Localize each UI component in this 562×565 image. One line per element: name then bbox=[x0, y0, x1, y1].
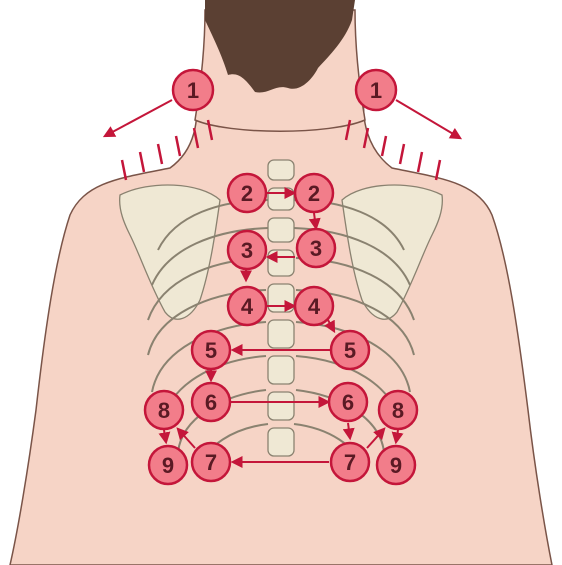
svg-text:7: 7 bbox=[205, 450, 217, 475]
marker-7-right: 7 bbox=[331, 443, 369, 481]
marker-7-left: 7 bbox=[192, 443, 230, 481]
marker-4-left: 4 bbox=[228, 287, 266, 325]
svg-text:3: 3 bbox=[310, 236, 322, 261]
marker-5-left: 5 bbox=[192, 331, 230, 369]
svg-text:5: 5 bbox=[344, 338, 356, 363]
svg-text:4: 4 bbox=[241, 294, 254, 319]
arrow-1-left bbox=[105, 100, 172, 136]
svg-text:2: 2 bbox=[241, 181, 253, 206]
marker-6-left: 6 bbox=[192, 383, 230, 421]
svg-text:9: 9 bbox=[390, 453, 402, 478]
svg-text:2: 2 bbox=[308, 181, 320, 206]
svg-text:4: 4 bbox=[308, 294, 321, 319]
arrow-1-right bbox=[396, 100, 460, 138]
marker-1-right: 1 bbox=[356, 70, 396, 110]
marker-2-right: 2 bbox=[295, 174, 333, 212]
marker-9-left: 9 bbox=[149, 446, 187, 484]
spine bbox=[268, 160, 294, 456]
svg-text:3: 3 bbox=[241, 238, 253, 263]
marker-2-left: 2 bbox=[228, 174, 266, 212]
marker-1-left: 1 bbox=[173, 70, 213, 110]
svg-text:1: 1 bbox=[370, 78, 382, 103]
marker-9-right: 9 bbox=[377, 446, 415, 484]
marker-4-right: 4 bbox=[295, 287, 333, 325]
svg-text:1: 1 bbox=[187, 78, 199, 103]
marker-3-left: 3 bbox=[228, 231, 266, 269]
marker-3-right: 3 bbox=[297, 229, 335, 267]
svg-text:8: 8 bbox=[392, 398, 404, 423]
marker-8-right: 8 bbox=[379, 391, 417, 429]
marker-6-right: 6 bbox=[329, 383, 367, 421]
svg-text:6: 6 bbox=[205, 390, 217, 415]
marker-5-right: 5 bbox=[331, 331, 369, 369]
svg-text:8: 8 bbox=[158, 398, 170, 423]
marker-8-left: 8 bbox=[145, 391, 183, 429]
svg-text:7: 7 bbox=[344, 450, 356, 475]
svg-text:5: 5 bbox=[205, 338, 217, 363]
svg-text:9: 9 bbox=[162, 453, 174, 478]
svg-text:6: 6 bbox=[342, 390, 354, 415]
